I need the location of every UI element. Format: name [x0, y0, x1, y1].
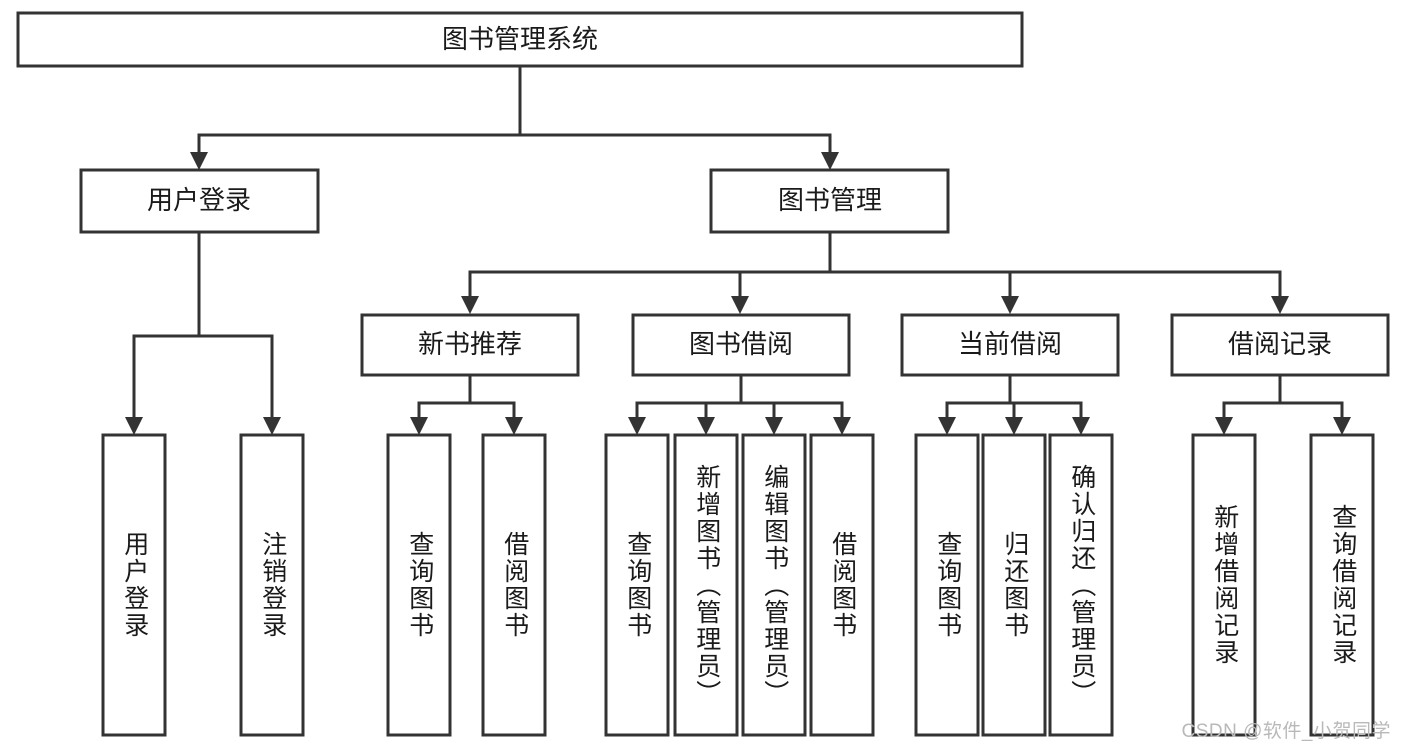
arrow-icon-leaf-bb-borrow: [833, 417, 851, 435]
arrow-icon-leaf-br-query: [1333, 417, 1351, 435]
arrow-icon-leaf-cb-confirm: [1072, 417, 1090, 435]
arrow-icon-leaf-nb-query: [410, 417, 428, 435]
arrow-icon-leaf-bb-add: [697, 417, 715, 435]
node-root-book-management-system[interactable]: 图书管理系统: [16, 11, 1024, 68]
node-root-label: 图书管理系统: [442, 24, 598, 54]
leaf-box-br-add-record[interactable]: [1191, 433, 1257, 737]
arrow-icon-leaf-logout: [263, 417, 281, 435]
leaf-box-nb-borrow-book[interactable]: [481, 433, 547, 737]
leaf-box-cb-confirm-return[interactable]: [1048, 433, 1114, 737]
arrow-icon-leaf-nb-borrow: [505, 417, 523, 435]
arrow-icon-user-login: [190, 152, 208, 170]
node-user-login-label: 用户登录: [147, 185, 251, 215]
arrow-icon-leaf-bb-edit: [765, 417, 783, 435]
arrow-icon-leaf-br-add: [1215, 417, 1233, 435]
arrow-icon-borrow-record: [1271, 296, 1289, 314]
node-borrow-record-label: 借阅记录: [1228, 329, 1332, 359]
node-root-box: [16, 11, 1024, 68]
node-new-book-recommend[interactable]: 新书推荐: [360, 313, 580, 377]
leaf-box-user-login[interactable]: [101, 433, 167, 737]
node-current-borrow[interactable]: 当前借阅: [900, 313, 1120, 377]
node-book-borrow[interactable]: 图书借阅: [631, 313, 851, 377]
csdn-watermark: CSDN @软件_小贺同学: [1181, 721, 1391, 742]
arrow-icon-leaf-user-login: [125, 417, 143, 435]
arrow-icon-book-management: [821, 152, 839, 170]
node-current-borrow-label: 当前借阅: [958, 329, 1062, 359]
leaf-box-bb-add-book[interactable]: [673, 433, 739, 737]
node-new-book-recommend-label: 新书推荐: [418, 329, 522, 359]
arrow-icon-leaf-cb-return: [1005, 417, 1023, 435]
leaf-box-nb-query-book[interactable]: [386, 433, 452, 737]
arrow-icon-current-borrow: [1001, 296, 1019, 314]
node-borrow-record-box: [1170, 313, 1390, 377]
node-book-management[interactable]: 图书管理: [709, 168, 950, 234]
arrow-icon-leaf-bb-query: [628, 417, 646, 435]
leaf-box-bb-edit-book[interactable]: [741, 433, 807, 737]
node-book-borrow-box: [631, 313, 851, 377]
arrow-icon-new-book: [461, 296, 479, 314]
node-book-management-box: [709, 168, 950, 234]
arrow-icon-book-borrow: [731, 296, 749, 314]
node-user-login[interactable]: 用户登录: [79, 168, 320, 234]
node-book-management-label: 图书管理: [778, 185, 882, 215]
node-new-book-recommend-box: [360, 313, 580, 377]
node-current-borrow-box: [900, 313, 1120, 377]
node-book-borrow-label: 图书借阅: [689, 329, 793, 359]
leaf-box-cb-return-book[interactable]: [981, 433, 1047, 737]
node-borrow-record[interactable]: 借阅记录: [1170, 313, 1390, 377]
leaf-box-br-query-record[interactable]: [1309, 433, 1375, 737]
arrow-icon-leaf-cb-query: [938, 417, 956, 435]
leaf-box-bb-query-book[interactable]: [604, 433, 670, 737]
leaf-box-logout[interactable]: [239, 433, 305, 737]
leaf-box-cb-query-book[interactable]: [914, 433, 980, 737]
leaf-box-bb-borrow-book[interactable]: [809, 433, 875, 737]
